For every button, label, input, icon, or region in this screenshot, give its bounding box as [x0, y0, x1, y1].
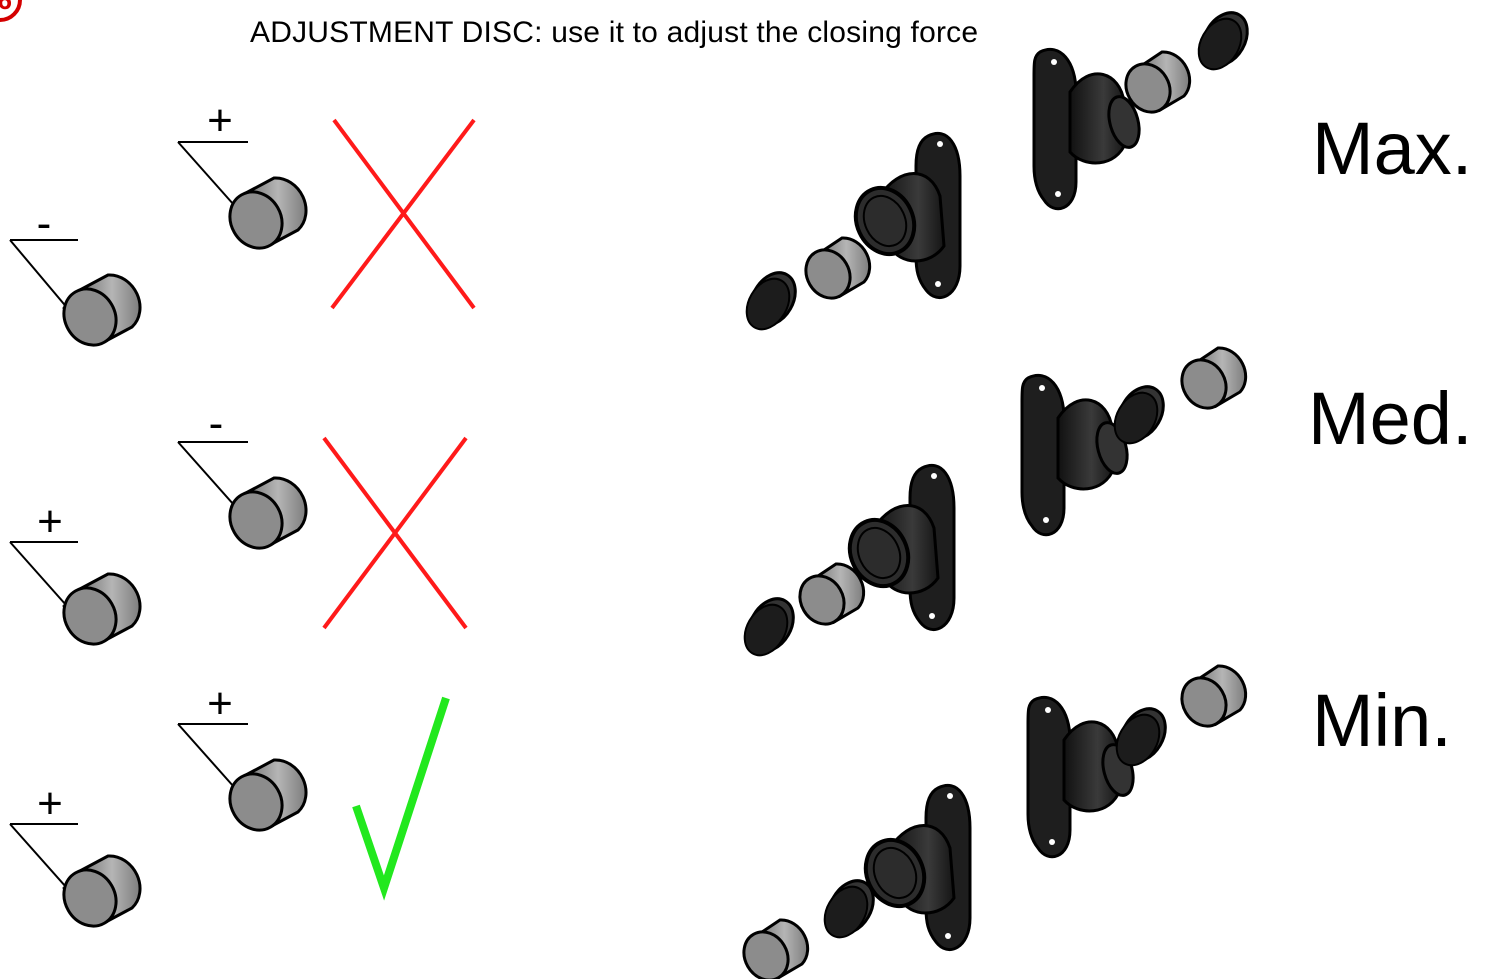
assembly-max	[736, 3, 1258, 339]
wrong-cross-mark	[330, 118, 476, 310]
back-disc-sign: -	[209, 399, 224, 448]
title-prefix: ADJUSTMENT DISC	[250, 16, 535, 49]
grey-disc	[1171, 664, 1248, 736]
level-label-med: Med.	[1308, 377, 1473, 460]
wrong-cross-mark	[322, 436, 468, 630]
assembly-min	[733, 664, 1248, 979]
upper-bracket	[1020, 373, 1134, 537]
correct-check-mark	[352, 696, 450, 901]
front-grey-disc	[52, 273, 142, 357]
back-grey-disc	[218, 758, 308, 842]
upper-bracket	[1026, 695, 1140, 859]
level-label-max: Max.	[1312, 107, 1473, 190]
front-grey-disc	[52, 854, 142, 938]
lower-bracket	[853, 783, 972, 952]
black-disc	[736, 263, 806, 339]
row-1: - +	[9, 96, 476, 357]
back-grey-disc	[218, 176, 308, 260]
back-disc-sign: +	[207, 679, 233, 728]
front-grey-disc	[52, 572, 142, 656]
grey-disc	[789, 562, 866, 634]
grey-disc	[795, 236, 872, 308]
black-disc	[1188, 3, 1258, 79]
row-3: + +	[9, 679, 450, 938]
front-disc-sign: -	[37, 199, 52, 248]
front-disc-sign: +	[37, 779, 63, 828]
front-disc-sign: +	[37, 497, 63, 546]
grey-disc	[1171, 346, 1248, 418]
assembly-med	[734, 346, 1248, 665]
grey-disc	[733, 918, 810, 979]
row-2: + -	[9, 399, 468, 656]
back-disc-sign: +	[207, 96, 233, 145]
title-rest: : use it to adjust the closing force	[534, 16, 979, 49]
level-label-min: Min.	[1312, 679, 1452, 762]
back-grey-disc	[218, 476, 308, 560]
black-disc	[734, 589, 804, 665]
instruction-title: ADJUSTMENT DISC: use it to adjust the cl…	[250, 16, 978, 50]
